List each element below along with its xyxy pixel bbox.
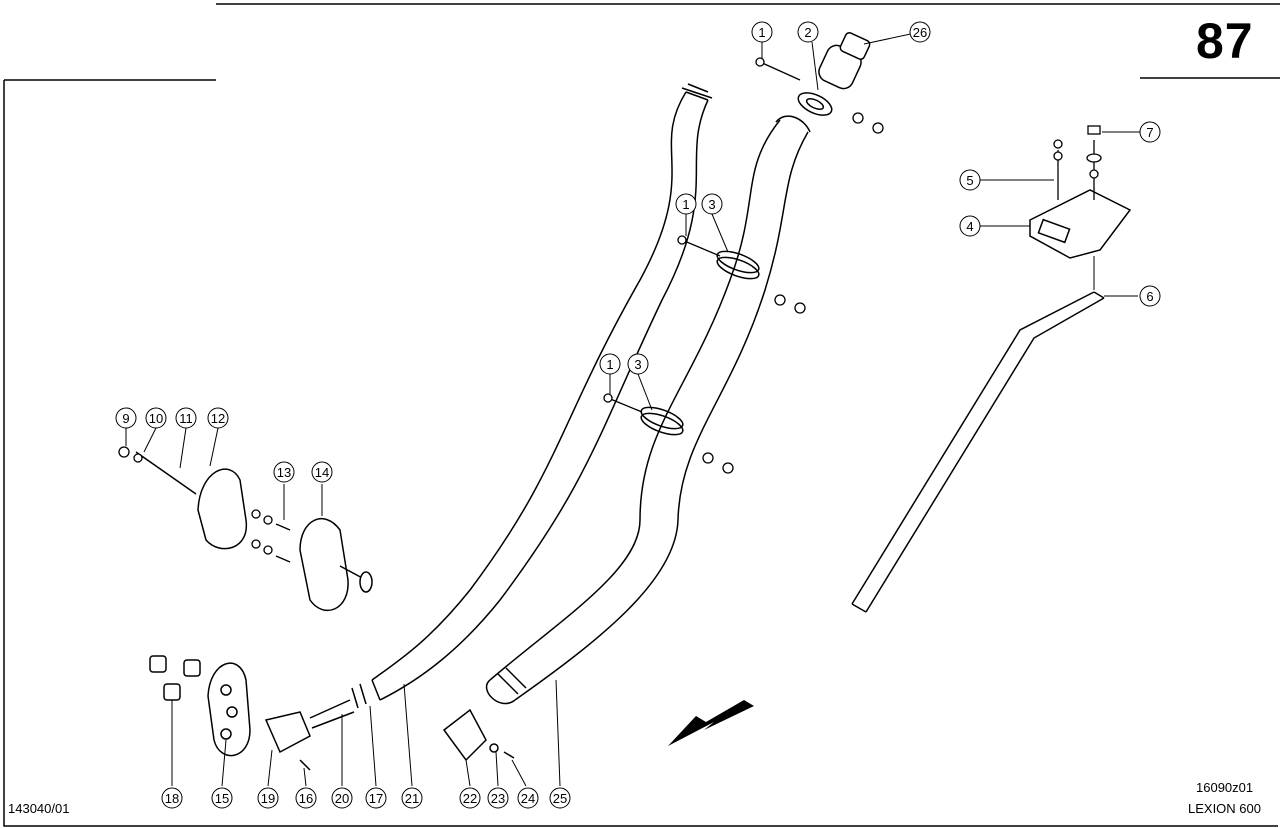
callout-14: 14 <box>311 461 333 483</box>
plugs-18 <box>149 655 201 701</box>
grommet-12 <box>135 451 247 550</box>
callout-24: 24 <box>517 787 539 809</box>
callout-7: 7 <box>1139 121 1161 143</box>
callout-10: 10 <box>145 407 167 429</box>
callout-1c: 1 <box>599 353 621 375</box>
sensor-26 <box>818 32 871 90</box>
hose-21 <box>351 83 713 709</box>
callout-3b: 3 <box>627 353 649 375</box>
connector-19-20 <box>264 699 355 771</box>
bracket-2 <box>797 92 833 116</box>
svg-text:3: 3 <box>634 357 641 372</box>
svg-text:17: 17 <box>369 791 383 806</box>
callouts: 1 2 26 1 3 1 3 7 5 4 6 9 10 11 12 13 14 … <box>115 21 1161 809</box>
bolts-plate <box>1053 125 1102 200</box>
svg-text:14: 14 <box>315 465 329 480</box>
callout-1b: 1 <box>675 193 697 215</box>
svg-text:1: 1 <box>682 197 689 212</box>
svg-text:4: 4 <box>966 219 973 234</box>
cap-22 <box>442 708 515 762</box>
svg-text:19: 19 <box>261 791 275 806</box>
figure-code: 143040/01 <box>8 801 70 816</box>
callout-19: 19 <box>257 787 279 809</box>
callout-25: 25 <box>549 787 571 809</box>
hose-25 <box>485 115 811 705</box>
callout-13: 13 <box>273 461 295 483</box>
callout-3: 3 <box>701 193 723 215</box>
svg-text:6: 6 <box>1146 289 1153 304</box>
svg-text:10: 10 <box>149 411 163 426</box>
svg-text:3: 3 <box>708 197 715 212</box>
svg-text:7: 7 <box>1146 125 1153 140</box>
svg-text:2: 2 <box>804 25 811 40</box>
callout-21: 21 <box>401 787 423 809</box>
callout-4: 4 <box>959 215 981 237</box>
callout-23: 23 <box>487 787 509 809</box>
page-frame <box>3 3 1280 827</box>
svg-text:15: 15 <box>215 791 229 806</box>
svg-text:24: 24 <box>521 791 535 806</box>
svg-text:26: 26 <box>913 25 927 40</box>
callout-26: 26 <box>909 21 931 43</box>
svg-text:13: 13 <box>277 465 291 480</box>
callout-15: 15 <box>211 787 233 809</box>
svg-text:12: 12 <box>211 411 225 426</box>
svg-text:20: 20 <box>335 791 349 806</box>
callout-12: 12 <box>207 407 229 429</box>
svg-text:21: 21 <box>405 791 419 806</box>
machine-model: LEXION 600 <box>1188 801 1261 816</box>
callout-1: 1 <box>751 21 773 43</box>
clamp-3-upper <box>716 250 760 280</box>
direction-arrow-icon <box>668 700 754 746</box>
leader-lines <box>125 31 1140 787</box>
callout-2: 2 <box>797 21 819 43</box>
fasteners-grommets <box>118 446 291 563</box>
svg-text:5: 5 <box>966 173 973 188</box>
svg-text:23: 23 <box>491 791 505 806</box>
svg-text:1: 1 <box>606 357 613 372</box>
plate-4 <box>1029 189 1132 259</box>
callout-9: 9 <box>115 407 137 429</box>
page-number: 87 <box>1196 13 1254 69</box>
fasteners-tubes <box>603 57 884 474</box>
svg-text:9: 9 <box>122 411 129 426</box>
callout-11: 11 <box>175 407 197 429</box>
svg-text:11: 11 <box>179 411 193 426</box>
svg-text:25: 25 <box>553 791 567 806</box>
callout-18: 18 <box>161 787 183 809</box>
callout-6: 6 <box>1139 285 1161 307</box>
svg-text:1: 1 <box>758 25 765 40</box>
drawing-code: 16090z01 <box>1196 780 1254 795</box>
svg-text:22: 22 <box>463 791 477 806</box>
callout-16: 16 <box>295 787 317 809</box>
svg-text:16: 16 <box>299 791 313 806</box>
support-rod-6 <box>851 291 1105 613</box>
clamp-3-lower <box>640 406 684 436</box>
grommet-14 <box>299 518 373 611</box>
callout-5: 5 <box>959 169 981 191</box>
callout-22: 22 <box>459 787 481 809</box>
svg-text:18: 18 <box>165 791 179 806</box>
plate-15 <box>207 662 251 757</box>
callout-20: 20 <box>331 787 353 809</box>
callout-17: 17 <box>365 787 387 809</box>
